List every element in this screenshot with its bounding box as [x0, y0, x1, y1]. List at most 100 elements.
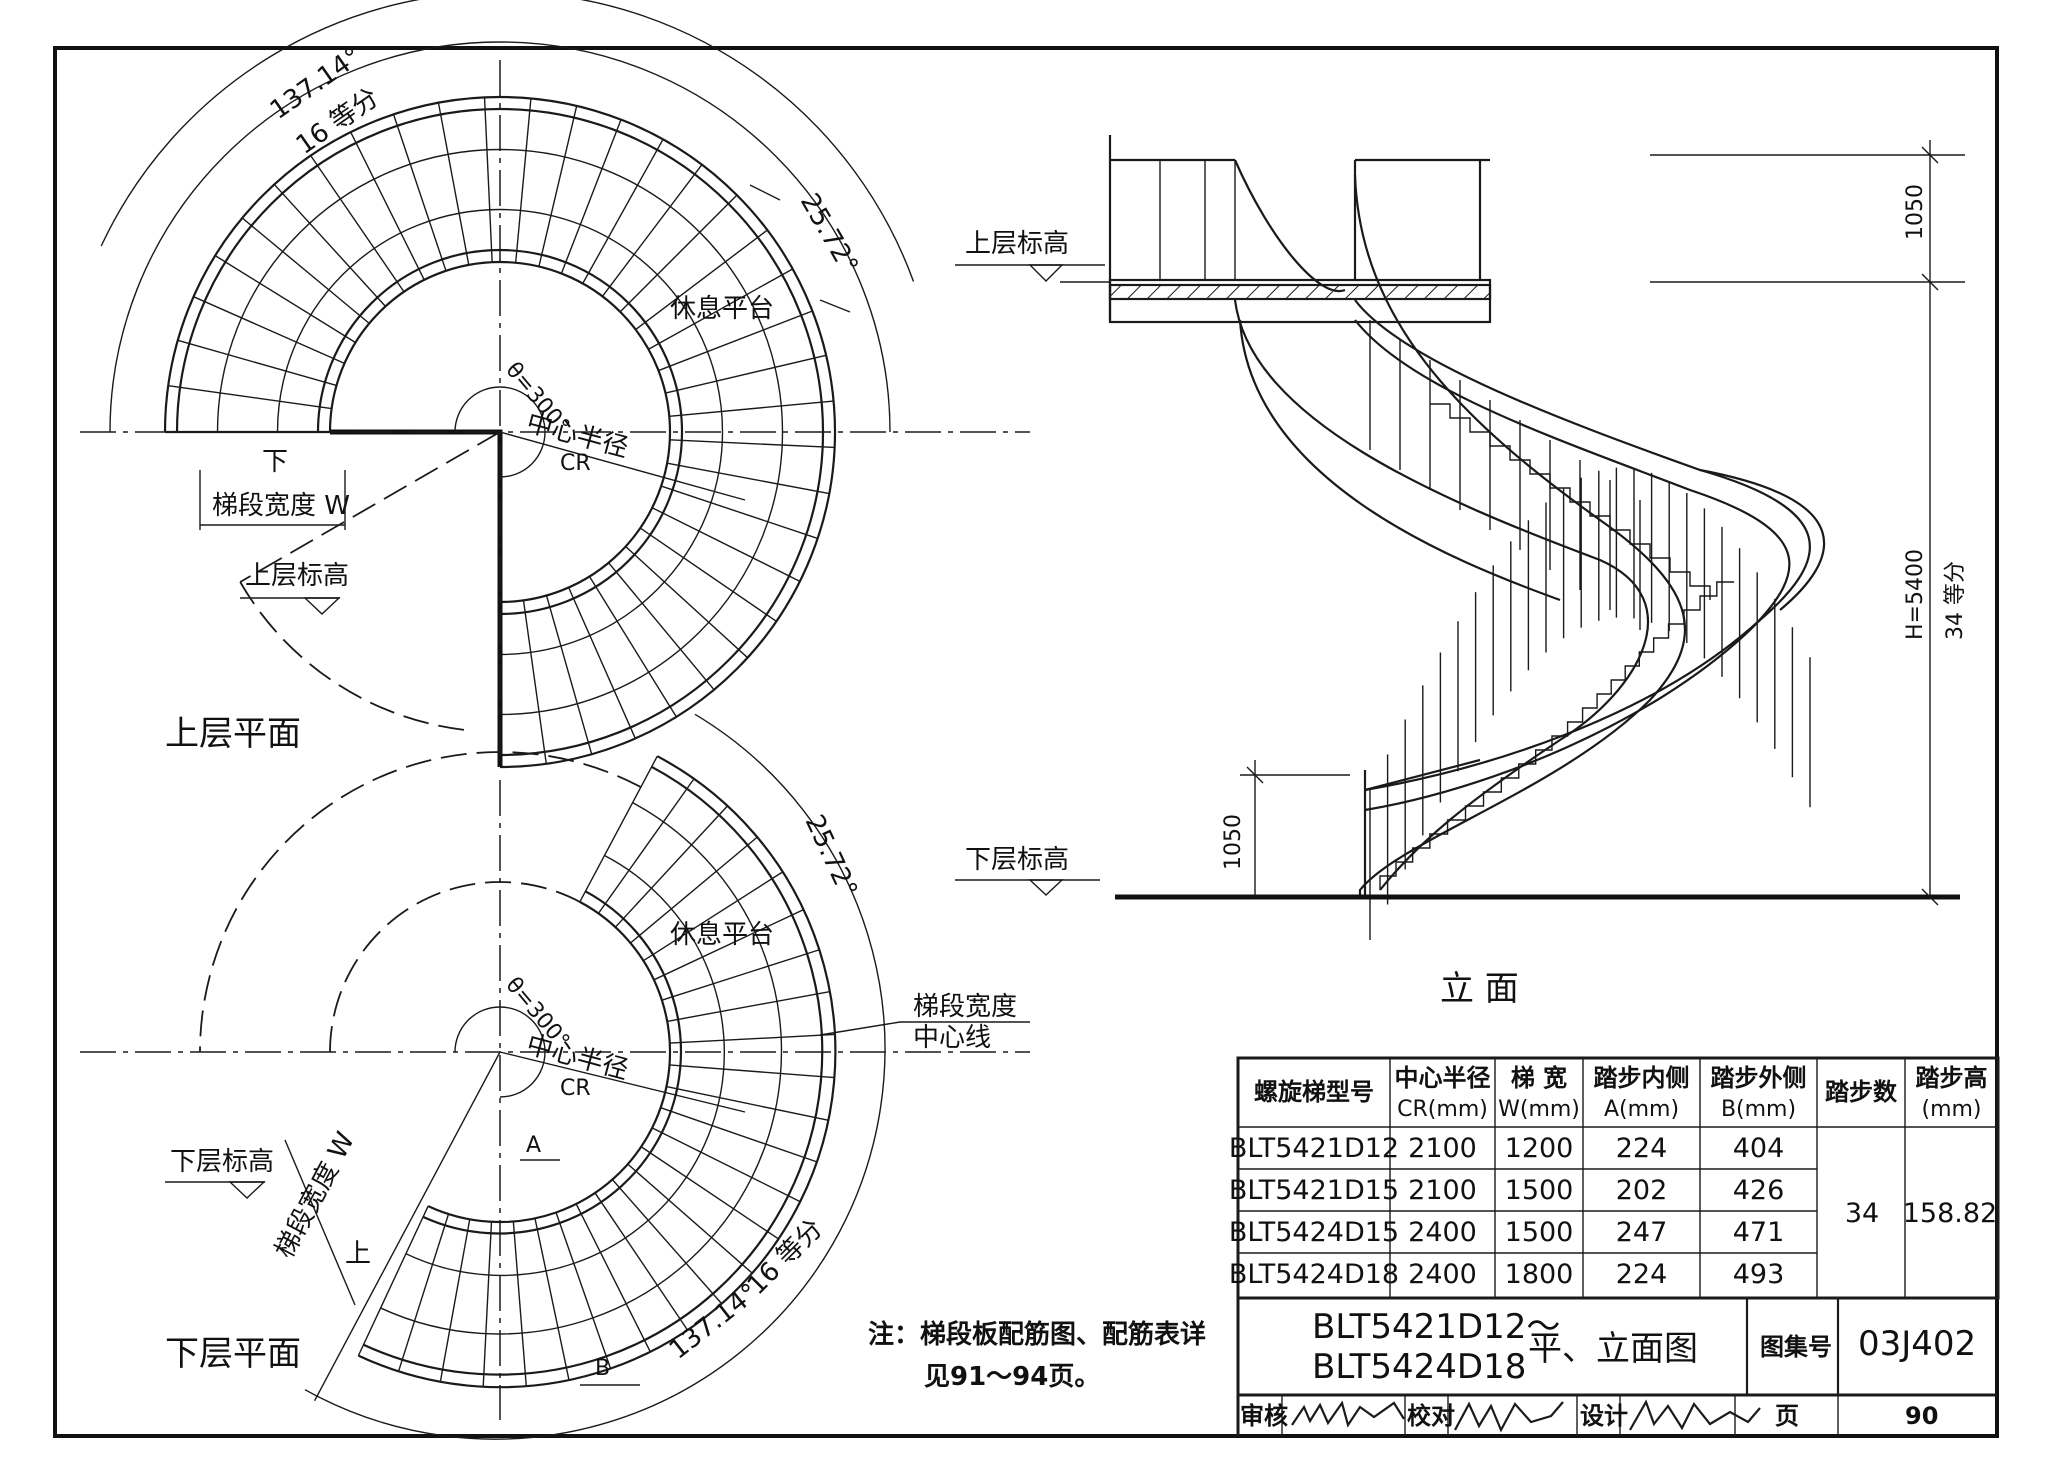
table-cell: BLT5421D12 [1229, 1133, 1399, 1164]
title-drawing-name: 平、立面图 [1528, 1329, 1698, 1369]
review-label: 审核 [1240, 1402, 1288, 1430]
upper-tread-line [619, 194, 738, 313]
lower-tread-line [653, 909, 804, 981]
lower-tread-line [614, 805, 728, 928]
lower-centerline-label-1: 梯段宽度 [913, 992, 1017, 1022]
lower-tread-line [482, 1221, 493, 1387]
upper-tread-line [568, 587, 636, 739]
table-header-unit: B(mm) [1721, 1097, 1796, 1122]
designer-signature [1629, 1399, 1761, 1431]
upper-tread-line [177, 339, 337, 387]
table-cell: 2100 [1408, 1133, 1477, 1164]
lower-step-angle: 25.72° [799, 810, 863, 902]
lower-plan-title: 下层平面 [165, 1334, 301, 1374]
elev-step-profile [1379, 581, 1735, 890]
table-cell: 1500 [1505, 1175, 1574, 1206]
upper-dim-arc [109, 41, 891, 433]
upper-tread-line [545, 595, 593, 755]
table-cell: 426 [1733, 1175, 1785, 1206]
lower-tread-line [651, 1127, 801, 1203]
lower-tread-line [597, 778, 695, 914]
upper-dashed-arc [239, 581, 474, 732]
page-number: 90 [1905, 1402, 1938, 1430]
checker-signature [1454, 1401, 1564, 1433]
lower-tread-line [661, 949, 820, 1001]
upper-plan-drawing: 137.14° 16 等分 25.72° 休息平台 θ=300° 中心半径 CR… [80, 0, 1030, 769]
lower-tread-line [397, 1213, 450, 1372]
upper-tick [749, 184, 781, 201]
elev-dim-division: 34 等分 [1943, 561, 1968, 640]
table-cell: BLT5421D15 [1229, 1175, 1399, 1206]
upper-tread-line [669, 439, 835, 449]
upper-tread-line [560, 119, 622, 274]
lower-tread-line [579, 755, 658, 903]
note-line-2: 见91～94页。 [924, 1362, 1100, 1392]
lower-landing-label: 休息平台 [670, 920, 774, 950]
table-header-unit: A(mm) [1604, 1097, 1679, 1122]
lower-up-label: 上 [345, 1239, 371, 1269]
table-header-cell: 踏步数 [1825, 1078, 1898, 1106]
upper-tread-line [601, 164, 703, 297]
lower-dashed-arc-outer [199, 751, 642, 1053]
table-cell: 404 [1733, 1133, 1785, 1164]
upper-tread-line [658, 310, 813, 372]
table-header-cell: 中心半径 [1395, 1064, 1491, 1092]
lower-stair-arc [427, 900, 672, 1224]
upper-tread-line [669, 400, 834, 418]
upper-cr-label: CR [560, 451, 591, 476]
upper-tread-line [168, 385, 332, 410]
table-header-cell: 螺旋梯型号 [1254, 1078, 1374, 1106]
lower-tread-line [669, 1064, 835, 1079]
table-cell: 493 [1733, 1259, 1785, 1290]
table-header-unit: CR(mm) [1397, 1097, 1488, 1122]
upper-tread-line [193, 296, 345, 364]
note-line-1: 注：梯段板配筋图、配筋表详 [868, 1319, 1206, 1350]
upper-tread-line [310, 155, 405, 293]
lower-tread-line [555, 1212, 612, 1369]
lower-tread-line [627, 1163, 753, 1274]
table-cell: 1200 [1505, 1133, 1574, 1164]
upper-tread-line [648, 268, 794, 350]
lower-level-label: 下层标高 [170, 1147, 274, 1177]
elev-dim-bottom: 1050 [1221, 814, 1246, 870]
table-header-cell: 踏步高 [1916, 1064, 1988, 1092]
upper-theta-arc [454, 386, 546, 478]
table-cell: 202 [1616, 1175, 1668, 1206]
spec-table: 螺旋梯型号中心半径CR(mm)梯 宽W(mm)踏步内侧A(mm)踏步外侧B(mm… [1229, 1056, 2000, 1300]
upper-step-angle: 25.72° [794, 189, 864, 280]
upper-tread-line [660, 485, 818, 540]
table-cell: 1500 [1505, 1217, 1574, 1248]
table-header-unit: (mm) [1921, 1097, 1981, 1122]
upper-level-label: 上层标高 [245, 561, 349, 591]
table-cell: 224 [1616, 1133, 1668, 1164]
lower-dashed-arc-inner [329, 881, 581, 1053]
check-label: 校对 [1407, 1402, 1455, 1430]
lower-theta-arc [454, 1006, 546, 1098]
table-header-unit: W(mm) [1498, 1097, 1580, 1122]
lower-dim-b: B [595, 1356, 610, 1381]
table-header-cell: 踏步内侧 [1594, 1064, 1690, 1092]
upper-slab-edge [330, 429, 503, 767]
upper-tread-line [241, 217, 370, 324]
lower-width-dim [284, 1139, 356, 1306]
lower-tread-line [512, 1221, 527, 1387]
table-cell: 2100 [1408, 1175, 1477, 1206]
table-cell: BLT5424D15 [1229, 1217, 1399, 1248]
upper-tread-line [350, 131, 425, 281]
lower-tread-line [611, 1179, 722, 1304]
lower-arc-angle: 137.14° [664, 1278, 764, 1366]
lower-tread-line [667, 990, 830, 1023]
table-cell: 224 [1616, 1259, 1668, 1290]
lower-tread-line [666, 1085, 829, 1121]
upper-tread-line [625, 546, 749, 659]
lower-tread-line [534, 1218, 570, 1380]
upper-tread-line [639, 527, 777, 622]
lower-tread-line [439, 1219, 471, 1382]
upper-tread-line [582, 138, 664, 284]
upper-tread-line [483, 97, 493, 263]
atlas-number: 03J402 [1858, 1324, 1976, 1364]
lower-dim-arc [304, 713, 886, 1440]
upper-tread-line [514, 98, 532, 263]
table-step-height: 158.82 [1903, 1198, 1997, 1229]
